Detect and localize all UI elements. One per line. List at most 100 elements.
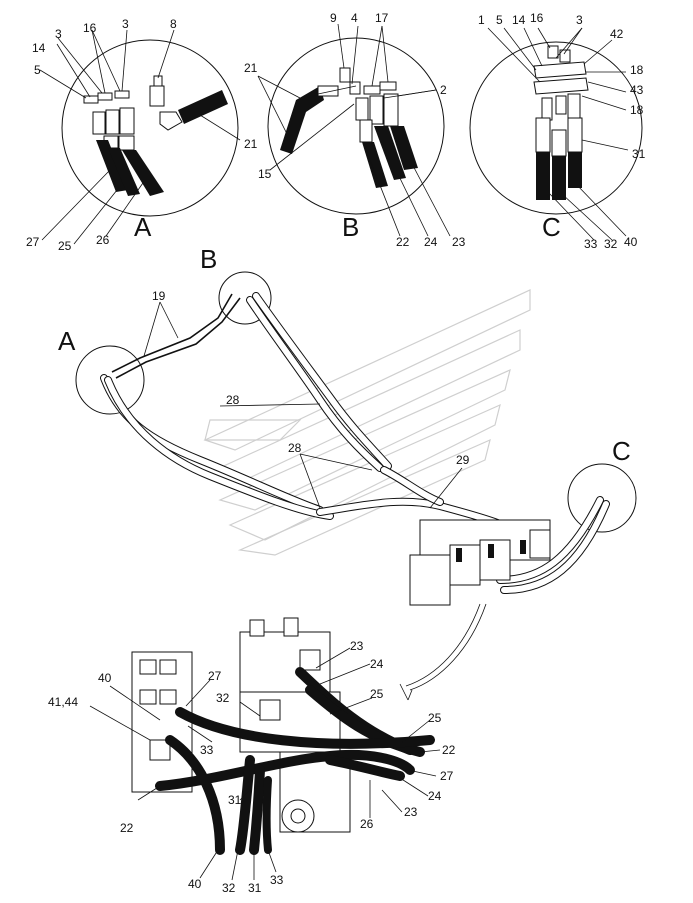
label: 24 (370, 657, 384, 671)
label: 3 (55, 27, 62, 41)
label: 29 (456, 453, 470, 467)
valve-detail (488, 544, 494, 558)
hose (165, 735, 225, 855)
label: 21 (244, 137, 258, 151)
detail-a: 3 16 3 8 14 5 21 27 25 26 A (26, 17, 258, 253)
label: 5 (496, 13, 503, 27)
hose-ferrule (551, 129, 567, 157)
hose (390, 126, 418, 170)
tube (111, 293, 233, 373)
detail-letter-a: A (134, 212, 152, 242)
hose-ferrule (567, 117, 583, 153)
hose (305, 685, 425, 757)
label: 33 (270, 873, 284, 887)
hose-end (369, 95, 384, 125)
label: 21 (244, 61, 258, 75)
label: 4 (351, 11, 358, 25)
main-assembly: 19 28 28 29 A B C (58, 244, 637, 701)
hose-end (317, 85, 339, 97)
valve-port (159, 689, 177, 705)
valve-section (409, 554, 451, 606)
valve-block (131, 651, 193, 793)
label: 25 (58, 239, 72, 253)
label: 31 (228, 793, 242, 807)
label: 8 (170, 17, 177, 31)
label: 19 (152, 289, 166, 303)
label: 24 (424, 235, 438, 249)
label: 22 (442, 743, 456, 757)
manifold-plate (533, 77, 589, 95)
hose-end (555, 95, 567, 115)
label: 23 (350, 639, 364, 653)
detail-letter-c: C (542, 212, 561, 242)
valve-detail (456, 548, 462, 562)
tee-fitting (339, 67, 351, 83)
label: 41,44 (48, 695, 78, 709)
callout-circle-b (218, 271, 272, 325)
label: 17 (375, 11, 389, 25)
bolt (547, 45, 559, 59)
label: 32 (604, 237, 618, 251)
label: 15 (258, 167, 272, 181)
label: 40 (624, 235, 638, 249)
fitting (97, 92, 113, 101)
label: 16 (530, 11, 544, 25)
hose (362, 142, 388, 188)
detail-b: 9 4 17 21 2 15 22 24 23 B (244, 11, 466, 249)
callout-circle-c (567, 463, 637, 533)
label: 32 (222, 881, 236, 895)
label: 43 (630, 83, 644, 97)
label: 33 (584, 237, 598, 251)
detail-c: 1 5 14 16 3 42 18 43 18 31 33 32 40 C (469, 11, 646, 251)
hose-ferrule (535, 117, 551, 153)
label: 27 (440, 769, 454, 783)
label: 3 (576, 13, 583, 27)
pump-fitting (249, 619, 265, 637)
label: 16 (83, 21, 97, 35)
pump-shaft-center (290, 808, 306, 824)
label: 23 (404, 805, 418, 819)
label: 25 (370, 687, 384, 701)
label: 2 (440, 83, 447, 97)
label: 32 (216, 691, 230, 705)
label: 28 (226, 393, 240, 407)
callout-letter-c: C (612, 436, 631, 466)
label: 24 (428, 789, 442, 803)
hose (262, 776, 272, 854)
callout-letter-a: A (58, 326, 76, 356)
hose (536, 152, 550, 200)
callout-circle-a (75, 345, 145, 415)
label: 42 (610, 27, 624, 41)
fitting (363, 85, 381, 95)
valve-port (139, 659, 157, 675)
label: 27 (26, 235, 40, 249)
hose (96, 140, 128, 192)
callout-letter-b: B (200, 244, 217, 274)
label: 22 (396, 235, 410, 249)
label: 40 (98, 671, 112, 685)
hose (374, 126, 406, 180)
manifold-plate (533, 61, 587, 79)
hose-end (541, 97, 553, 121)
label: 18 (630, 63, 644, 77)
hose (235, 755, 255, 855)
hose (178, 90, 228, 124)
label: 25 (428, 711, 442, 725)
fitting (83, 95, 99, 104)
hose-end (92, 111, 106, 135)
hose-end (383, 93, 399, 127)
label: 14 (32, 41, 46, 55)
valve-section (529, 529, 551, 559)
label: 31 (248, 881, 262, 895)
label: 5 (34, 63, 41, 77)
label: 26 (96, 233, 110, 247)
label: 18 (630, 103, 644, 117)
label: 3 (122, 17, 129, 31)
valve-section (479, 539, 511, 581)
tube (115, 297, 241, 379)
hose (122, 150, 164, 196)
pump-fitting (259, 699, 281, 721)
hose (108, 148, 140, 196)
